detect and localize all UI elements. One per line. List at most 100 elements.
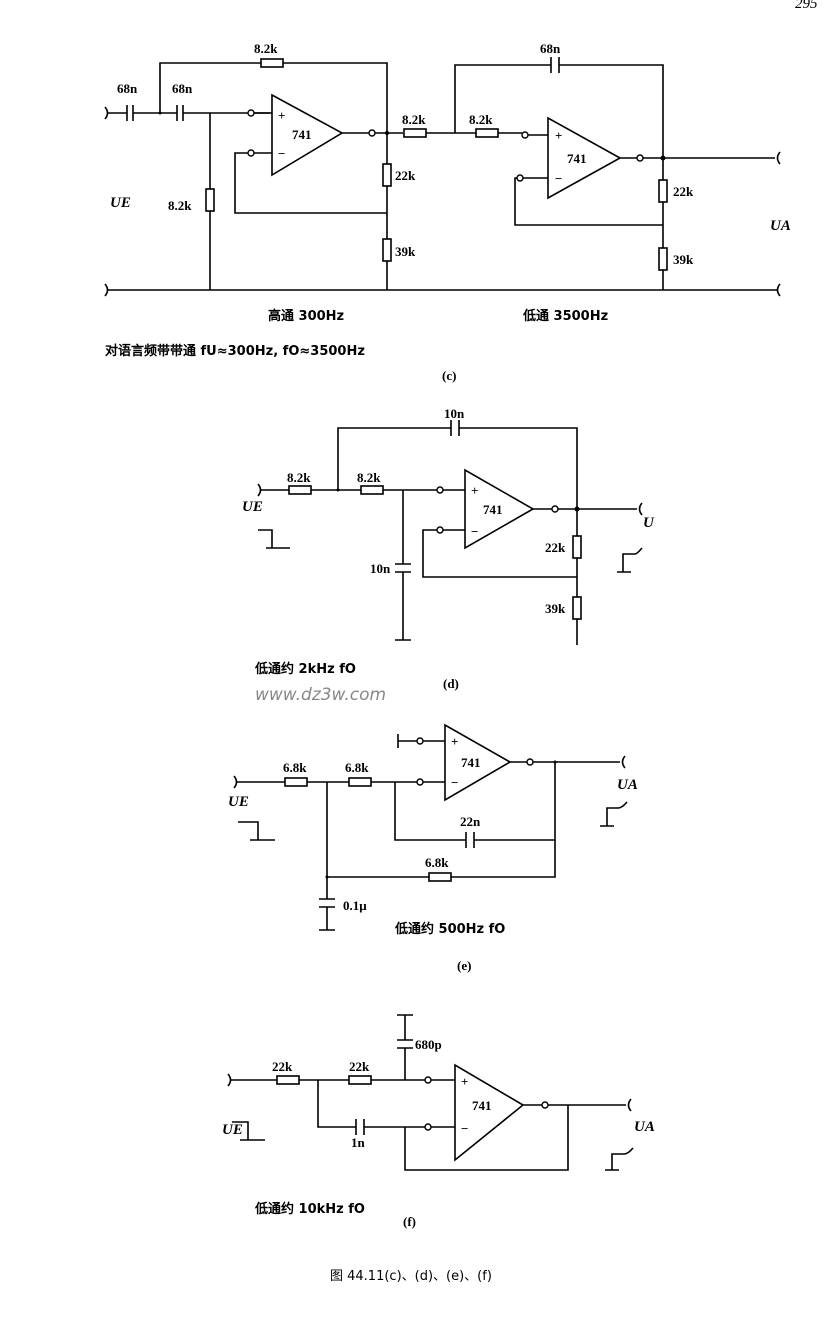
minus-sign: − [471,524,478,539]
c-fb-label: 1n [351,1135,366,1150]
description-label: 低通约 10kHz fO [254,1201,365,1217]
label-label: (f) [403,1214,416,1229]
resistor-22k-1 [382,163,392,187]
r1-label: 22k [272,1059,293,1074]
opamp-label-label: 741 [292,127,312,142]
resistor-22k-2 [658,179,668,203]
figure-caption: 图 44.11(c)、(d)、(e)、(f) [330,1269,492,1284]
opamp [464,468,535,550]
label-label: (e) [457,958,471,973]
opamp [444,723,512,802]
circuit-e: + − 741 6.8k 6.8k 22n 6.8k 0.1μ UE UA 低通约… [228,723,638,973]
c-top-label: 680p [415,1037,442,1052]
ground-symbol [238,821,275,841]
resistor-39k-2 [658,247,668,271]
input-label-label: UE [110,195,131,211]
r-fb-label: 8.2k [254,41,278,56]
r1-39k-label: 39k [395,244,416,259]
plus-sign: + [278,108,285,123]
r2-22k-label: 22k [673,184,694,199]
c-gnd-label: 10n [370,561,391,576]
opamp-label-label: 741 [567,151,587,166]
resistor-r1 [284,777,308,787]
resistor-r2 [360,485,384,495]
circuit-d: + − 741 8.2k 8.2k 10n 10n 22k 39k UE U 低通… [242,406,655,705]
c2-label: 68n [172,81,193,96]
capacitor-c2 [176,105,184,121]
watermark: www.dz3w.com [255,685,386,705]
input-terminal [104,106,109,120]
output-label-label: UA [634,1119,655,1135]
capacitor-c-top [397,1039,413,1049]
lowpass-label-label: 低通 3500Hz [522,308,608,324]
output-label-label: U [643,515,655,531]
resistor-r-fb [428,872,452,882]
capacitor-c-fb2 [550,57,560,73]
capacitor-c-fb [450,420,460,436]
capacitor-c-fb [465,832,475,848]
resistor-22k [572,535,582,559]
plus-sign: + [471,483,478,498]
r-fb-label: 6.8k [425,855,449,870]
input-label-label: UE [228,794,249,810]
capacitor-c-fb [355,1119,365,1135]
c1-label: 68n [117,81,138,96]
input-label-label: UE [222,1122,243,1138]
resistor-r1 [276,1075,300,1085]
opamp [454,1063,525,1162]
opamp-label-label: 741 [461,755,481,770]
ground-symbol [258,529,290,549]
resistor-39k-1 [382,238,392,262]
resistor-r-s2 [475,128,499,138]
r1-22k-label: 22k [395,168,416,183]
c-fb-label: 22n [460,814,481,829]
r-39k-label: 39k [545,601,566,616]
label-label: (c) [442,368,456,383]
c-fb-label: 10n [444,406,465,421]
ground-symbol [232,1121,265,1141]
r2-39k-label: 39k [673,252,694,267]
r2-label: 22k [349,1059,370,1074]
capacitor-c-gnd [319,898,335,908]
description-label: 低通约 500Hz fO [394,921,505,937]
ground-symbol [617,547,643,573]
plus-sign: + [555,128,562,143]
ground-symbol [605,1147,634,1171]
resistor-r-gnd [205,188,215,212]
r-22k-label: 22k [545,540,566,555]
plus-sign: + [451,734,458,749]
r1-label: 8.2k [287,470,311,485]
resistor-r1 [288,485,312,495]
description-label: 低通约 2kHz fO [254,661,356,677]
output-terminal [776,151,781,165]
capacitor-c1 [126,105,134,121]
capacitor-c-gnd [395,563,411,573]
r-s1-label: 8.2k [402,112,426,127]
r-gnd-label: 8.2k [168,198,192,213]
opamp-label-label: 741 [483,502,503,517]
circuit-f: +− 741 22k 22k 680p 1n UE UA 低通约 10kHz f… [222,1014,655,1229]
circuit-c: +− 741 +− 741 68n 68n 8.2k 8.2k 22k 39k [104,41,791,383]
opamp-2 [547,116,622,200]
resistor-r2 [348,777,372,787]
ground-symbol [600,801,628,827]
c-fb2-label: 68n [540,41,561,56]
minus-sign: − [278,146,285,161]
c-gnd-label: 0.1μ [343,898,367,913]
label-label: (d) [443,676,459,691]
input-label-label: UE [242,499,263,515]
r2-label: 6.8k [345,760,369,775]
resistor-r-fb [260,58,284,68]
output-label-label: UA [770,218,791,234]
r-s2-label: 8.2k [469,112,493,127]
r1-label: 6.8k [283,760,307,775]
page-number: 295 [795,0,818,12]
description-label: 对语言频带带通 fU≈300Hz, fO≈3500Hz [105,343,365,359]
resistor-39k [572,596,582,620]
minus-sign: − [451,775,458,790]
highpass-label-label: 高通 300Hz [268,308,344,324]
opamp-label-label: 741 [472,1098,492,1113]
output-label-label: UA [617,777,638,793]
r2-label: 8.2k [357,470,381,485]
